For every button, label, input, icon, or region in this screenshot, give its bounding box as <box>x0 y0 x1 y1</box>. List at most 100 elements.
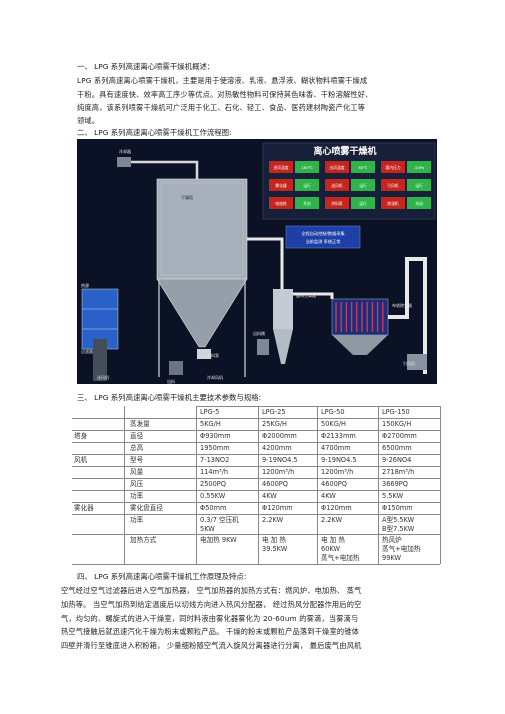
heater-stand <box>93 339 107 381</box>
panel-value-8 <box>407 197 431 209</box>
table-cell: 5KG/H <box>200 420 221 428</box>
panel-label-7 <box>325 197 349 209</box>
table-cell: 9-19NO4.5 <box>262 456 298 464</box>
table-item: 型号 <box>130 456 144 464</box>
table-cell: 60KW <box>321 545 340 553</box>
panel-label-3 <box>269 179 293 191</box>
table-item: 功率 <box>130 492 144 500</box>
diagram-title: 离心喷雾干燥机 <box>313 145 376 157</box>
panel-value-0 <box>295 161 319 173</box>
pipe-top <box>131 160 199 179</box>
cooler <box>117 157 131 167</box>
table-cell: 7-13NO2 <box>200 456 230 464</box>
table-cell: 2.2KW <box>321 516 343 524</box>
table-cell: 1950mm <box>200 444 230 452</box>
panel-label-text-0: 进风温度 <box>273 165 288 170</box>
table-cell: 9-19NO4.5 <box>321 456 357 464</box>
label-filter: 过滤器 <box>81 348 93 354</box>
table-cell: 4600PQ <box>262 480 288 488</box>
panel-label-0 <box>269 161 293 173</box>
table-cell: 1200m³/h <box>262 468 295 476</box>
collector <box>169 361 183 375</box>
section4-line-4: 热空气接触后就迅速汽化干燥为粉末或颗粒产品。 干燥的粉末或颗粒产品落到干燥室的锥… <box>61 627 359 636</box>
panel-label-text-4: 送风机 <box>331 183 343 188</box>
table-group: 塔身 <box>74 432 88 440</box>
panel-value-text-2: -50Pa <box>414 165 425 170</box>
panel-label-text-1: 出风温度 <box>329 165 344 170</box>
panel-value-1 <box>351 161 375 173</box>
exhaust-pipe <box>388 257 427 374</box>
label-tower: 干燥塔 <box>181 194 193 200</box>
label-cooling: 冷却风机 <box>207 374 223 380</box>
panel-label-4 <box>325 179 349 191</box>
discharge-bin <box>257 339 269 355</box>
label-heater: 热源 <box>81 282 89 288</box>
table-cell: Φ2000mm <box>262 432 297 440</box>
label-exhaust: 引风机 <box>403 360 415 366</box>
section1-line-4: 领域。 <box>77 116 100 125</box>
table-cell: 4KW <box>321 492 336 500</box>
panel-label-6 <box>269 197 293 209</box>
table-cell: Φ2133mm <box>321 432 356 440</box>
panel-label-2 <box>381 161 405 173</box>
panel-value-7 <box>351 197 375 209</box>
panel-value-text-4: 运行 <box>359 183 367 188</box>
panel-label-text-5: 引风机 <box>387 183 399 188</box>
table-cell: 2.2KW <box>262 516 284 524</box>
panel-label-8 <box>381 197 405 209</box>
table-cell: 电加热 9KW <box>200 536 237 544</box>
bag-filter <box>331 298 389 336</box>
table-item: 直径 <box>130 432 144 440</box>
table-cell: 电 加 热 <box>321 536 345 544</box>
panel-value-text-0: 180℃ <box>301 165 313 170</box>
table-cell: 99KW <box>382 554 401 562</box>
table-cell: Φ120mm <box>262 504 293 512</box>
table-cell: Φ50mm <box>200 504 227 512</box>
table-cell: 4600PQ <box>321 480 347 488</box>
table-cell: 5.5KW <box>382 492 404 500</box>
section1-line-3: 纯度高，该系列喷雾干燥机可广泛用于化工、石化、轻工、食品、医药建材陶瓷产化工等 <box>77 103 366 112</box>
label-feed: 进料泵 <box>207 352 219 358</box>
table-cell: Φ150mm <box>382 504 413 512</box>
panel-label-text-7: 供料泵 <box>331 201 343 206</box>
panel-value-3 <box>295 179 319 191</box>
drying-tower <box>156 178 248 280</box>
panel-label-text-8: 除湿机 <box>387 201 399 206</box>
panel-value-4 <box>351 179 375 191</box>
table-item: 雾化盘直径 <box>130 504 163 512</box>
info-box <box>285 225 361 249</box>
table-model-header: LPG-25 <box>262 408 286 416</box>
panel-value-5 <box>407 179 431 191</box>
table-item: 总高 <box>130 444 144 452</box>
tower-cone <box>156 278 248 348</box>
label-fan-in: 送风机 <box>97 374 109 380</box>
panel-value-text-8: 关闭 <box>415 201 423 206</box>
table-cell: Φ930mm <box>200 432 231 440</box>
table-cell: Φ120mm <box>321 504 352 512</box>
panel-value-6 <box>295 197 319 209</box>
cyclone <box>273 289 293 329</box>
table-cell: A型5.5KW <box>382 516 415 524</box>
table-cell: B型7.5KW <box>382 525 415 533</box>
table-cell: 114m³/h <box>200 468 229 476</box>
table-cell: 1200m³/h <box>321 468 354 476</box>
table-group: 雾化器 <box>74 504 94 512</box>
info-box-line-1: 全程自动控制/数据采集 <box>301 230 345 237</box>
section4-line-1: 空气经过空气过滤器后进入空气加热器， 空气加热器的加热方式有：燃风炉、电加热、 … <box>61 586 362 595</box>
section1-line-1: LPG 系列高速离心喷雾干燥机，主要是用于使溶液、乳液、悬浮液、糊状物料喷雾干燥… <box>77 76 368 85</box>
section4-line-5: 四壁并滑行至锥底进入积粉箱， 少量细粉随空气流入旋风分离器进行分离， 最后废气由… <box>61 641 362 650</box>
table-cell: 3669PQ <box>382 480 408 488</box>
section4-line-2: 加热等。 当空气加热到给定温度后以切线方向进入热风分配器， 经过热风分配器作用后… <box>61 600 362 609</box>
table-model-header: LPG-5 <box>200 408 220 416</box>
label-dust: 布袋除尘器 <box>392 302 412 308</box>
panel-value-text-3: 运行 <box>303 183 311 188</box>
table-cell: Φ2700mm <box>382 432 417 440</box>
table-item: 加热方式 <box>130 536 157 544</box>
cyclone-cone <box>273 329 293 364</box>
bag-filter-cone <box>332 335 388 355</box>
table-cell: 2718m³/h <box>382 468 415 476</box>
section1-line-2: 干粉。具有速度快、效率高工序少等优点。对热敏性物料可保持其色味香、干粉溶解性好、 <box>77 90 373 99</box>
table-cell: 蒸气+电加热 <box>382 545 421 553</box>
panel-label-1 <box>325 161 349 173</box>
section4-heading: 四、 LPG 系列高速离心喷雾干燥机工作原理及特点: <box>77 572 247 581</box>
